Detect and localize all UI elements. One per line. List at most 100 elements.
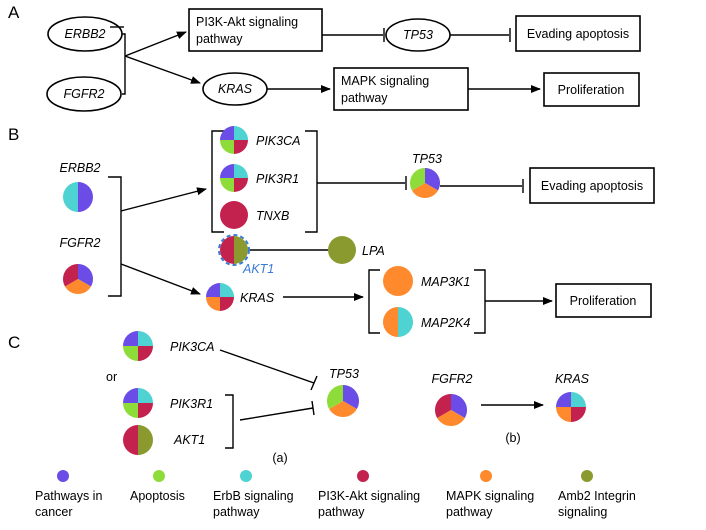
pie-slice-mapk: [383, 307, 398, 337]
b-evading-label: Evading apoptosis: [541, 179, 643, 193]
b-tnxb-pie: [220, 201, 248, 229]
b-prolif-label: Proliferation: [570, 294, 637, 308]
legend-item-pathways-in-cancer: Pathways in cancer: [35, 470, 102, 519]
pie-slice-pathways_in_cancer: [123, 331, 138, 346]
legend-item-mapk: MAPK signaling pathway: [446, 470, 534, 519]
pie-slice-pi3k_akt: [220, 297, 234, 311]
c-sub-b-label: (b): [505, 431, 520, 445]
pie-slice-pi3k_akt: [434, 394, 451, 418]
legend-swatch: [357, 470, 369, 482]
pie-slice-pi3k_akt: [220, 201, 248, 229]
c-inhibit-bar-1: [310, 375, 318, 391]
b-kras-label: KRAS: [240, 291, 275, 305]
legend-label-line2: cancer: [35, 505, 73, 519]
pie-slice-pathways_in_cancer: [78, 182, 93, 212]
pie-slice-pathways_in_cancer: [343, 385, 360, 409]
c-kras-pie: [556, 392, 586, 422]
pie-slice-amb2: [234, 236, 248, 264]
c-sub-a-label: (a): [272, 451, 287, 465]
c-inhibit-pik3ca-tp53: [219, 349, 315, 384]
legend-swatch: [153, 470, 165, 482]
b-evading-box: [529, 167, 655, 204]
pie-slice-pi3k_akt: [63, 264, 78, 287]
c-pik3r1-pie: [123, 388, 153, 418]
c-or-label: or: [106, 370, 117, 384]
c-bracket: [225, 394, 234, 449]
pie-slice-pi3k_akt: [571, 407, 586, 422]
pie-slice-mapk: [556, 407, 571, 422]
pie-slice-pi3k_akt: [123, 425, 138, 455]
c-pik3ca-label: PIK3CA: [170, 340, 214, 354]
b-map-bracket-right: [474, 269, 486, 334]
c-pik3r1-label: PIK3R1: [170, 397, 213, 411]
pie-slice-amb2: [328, 236, 356, 264]
b-akt1-highlight-ring: [218, 234, 250, 266]
a-pi3k-line1: PI3K-Akt signaling: [196, 15, 298, 29]
legend: Pathways in cancer Apoptosis ErbB signal…: [35, 470, 636, 519]
pie-slice-mapk: [412, 183, 438, 199]
b-fgfr2-label: FGFR2: [60, 236, 101, 250]
legend-label-line2: pathway: [318, 505, 365, 519]
b-tnxb-label: TNXB: [256, 209, 289, 223]
b-map-bracket-left: [368, 269, 380, 334]
a-fgfr2-node: [46, 76, 122, 112]
c-tp53-pie: [326, 385, 360, 417]
b-map3k1-pie: [383, 266, 413, 296]
c-fgfr2-label: FGFR2: [432, 372, 473, 386]
pie-slice-pi3k_akt: [138, 346, 153, 361]
a-evading-label: Evading apoptosis: [527, 27, 629, 41]
b-erbb2-label: ERBB2: [60, 161, 101, 175]
b-group-bracket-right: [305, 130, 318, 233]
pie-slice-mapk: [65, 279, 91, 294]
pie-slice-apoptosis: [409, 168, 425, 191]
pie-slice-pathways_in_cancer: [556, 392, 571, 407]
pie-slice-pathways_in_cancer: [123, 388, 138, 403]
pie-slice-mapk: [437, 410, 465, 426]
a-arrow-to-kras: [124, 55, 201, 84]
c-akt1-pie: [123, 425, 153, 455]
pie-slice-erbb: [63, 182, 78, 212]
pie-slice-erbb: [234, 164, 248, 178]
b-pik3r1-pie: [220, 164, 248, 192]
pie-slice-pathways_in_cancer: [220, 126, 234, 140]
pie-slice-apoptosis: [220, 140, 234, 154]
b-prolif-box: [555, 283, 652, 318]
b-map2k4-pie: [383, 307, 413, 337]
legend-item-pi3k-akt: PI3K-Akt signaling pathway: [318, 470, 420, 519]
pie-slice-erbb: [398, 307, 413, 337]
a-kras-label: KRAS: [218, 82, 253, 96]
legend-label-line2: pathway: [213, 505, 260, 519]
legend-label-line1: Amb2 Integrin: [558, 489, 636, 503]
pie-slice-apoptosis: [123, 346, 138, 361]
legend-item-erbb: ErbB signaling pathway: [213, 470, 294, 519]
pie-slice-amb2: [138, 425, 153, 455]
b-kras-pie: [206, 283, 234, 311]
legend-label-line1: Apoptosis: [130, 489, 185, 503]
a-pi3k-box: [188, 8, 323, 52]
pie-slice-erbb: [138, 331, 153, 346]
legend-item-apoptosis: Apoptosis: [130, 470, 185, 503]
pie-slice-pi3k_akt: [138, 403, 153, 418]
legend-label-line1: PI3K-Akt signaling: [318, 489, 420, 503]
b-lpa-pie: [328, 236, 356, 264]
c-akt1-label: AKT1: [173, 433, 205, 447]
b-arrow-to-kras: [120, 263, 201, 295]
b-pik3ca-pie: [220, 126, 248, 154]
a-tp53-label: TP53: [403, 28, 433, 42]
panel-b-label: B: [8, 125, 19, 144]
c-fgfr2-pie: [434, 394, 468, 426]
legend-label-line2: pathway: [446, 505, 493, 519]
pie-slice-pathways_in_cancer: [206, 283, 220, 297]
c-inhibit-group-tp53: [239, 407, 314, 421]
c-kras-label: KRAS: [555, 372, 590, 386]
pie-slice-pi3k_akt: [234, 140, 248, 154]
pie-slice-erbb: [138, 388, 153, 403]
a-evading-box: [515, 15, 641, 52]
c-inhibit-bar-2: [311, 400, 315, 416]
legend-label-line2: signaling: [558, 505, 607, 519]
panel-a-label: A: [8, 3, 20, 22]
pie-slice-mapk: [329, 401, 357, 417]
panel-c-label: C: [8, 333, 20, 352]
b-tp53-pie: [409, 168, 440, 199]
